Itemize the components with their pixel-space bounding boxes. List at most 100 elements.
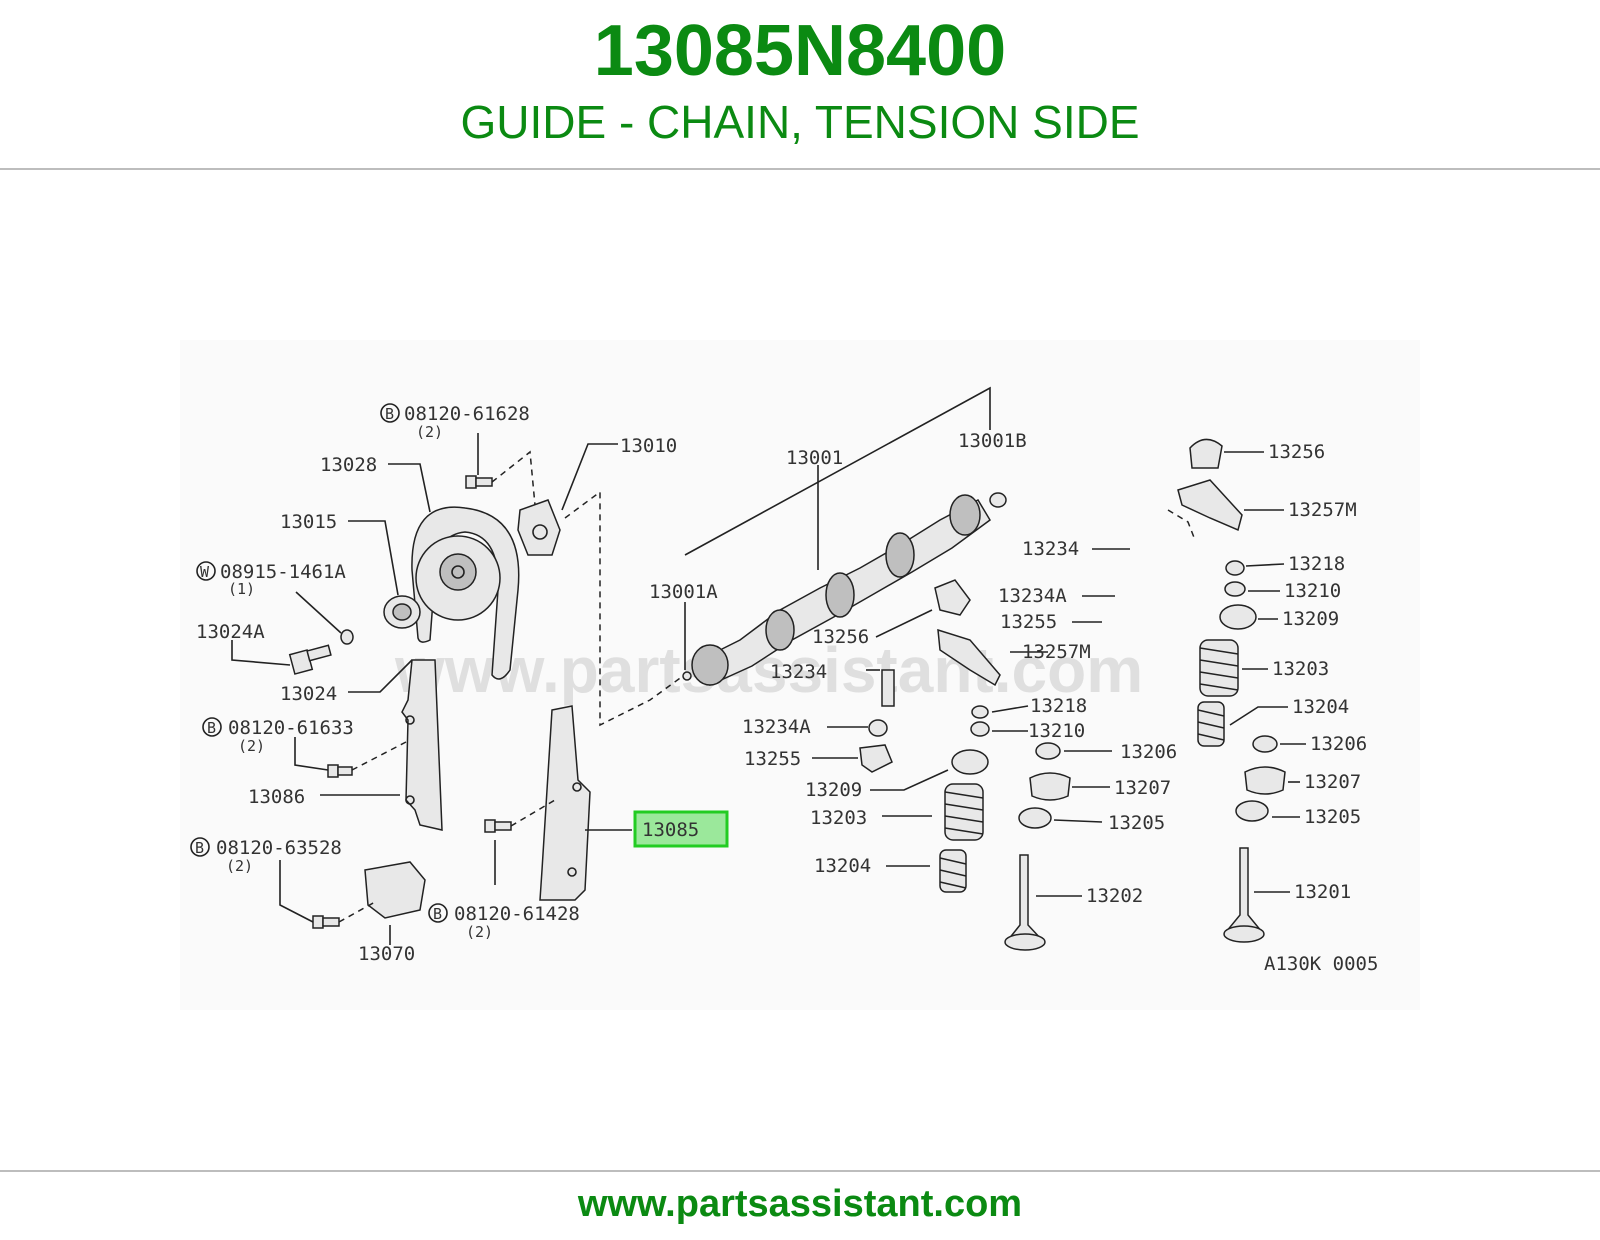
spacer-bore: [392, 603, 412, 621]
bolt-marker-3: B: [195, 839, 204, 857]
spring-13204-coils: [939, 857, 967, 889]
guide-13086-hole: [405, 715, 415, 725]
cam-lobe-1: [765, 609, 795, 651]
label-13209-left: 13209: [805, 779, 862, 801]
washer-marker-icon: [196, 561, 216, 581]
cam-lobe-2: [825, 572, 855, 618]
bolt-marker-icon-4: [428, 903, 448, 923]
leader-13028: [388, 463, 431, 513]
chain-guide-13086: [401, 659, 443, 831]
assembly-line-2: [564, 490, 706, 727]
sprocket-hub: [439, 553, 477, 591]
cam-bolt-shank: [306, 644, 332, 662]
washer-marker: W: [200, 563, 210, 581]
rocker-13257M-right: [1177, 479, 1243, 532]
label-08915-1461A: 08915-1461A: [220, 561, 346, 583]
leader-13024: [348, 659, 413, 693]
chain-tensioner-13070: [364, 861, 426, 919]
label-13015: 13015: [280, 511, 337, 533]
valve-13202-head: [1004, 933, 1046, 951]
label-13001A: 13001A: [649, 581, 718, 603]
label-13203-left: 13203: [810, 807, 867, 829]
collet-13218-mid: [971, 705, 989, 719]
label-13256-right: 13256: [1268, 441, 1325, 463]
seat-13205-mid: [1018, 807, 1052, 829]
rocker-13257M-left: [937, 628, 1001, 687]
sprocket-bore: [451, 565, 465, 579]
leader-13015: [348, 520, 399, 596]
label-13234A-left: 13234A: [742, 716, 811, 738]
label-13218-right: 13218: [1288, 553, 1345, 575]
nut-13234A-left: [868, 719, 888, 737]
label-13070: 13070: [358, 943, 415, 965]
bolt-marker-4: B: [433, 905, 442, 923]
label-08915-1461A-qty: (1): [228, 580, 255, 598]
leader-13010: [561, 443, 618, 511]
label-13234-left: 13234: [770, 661, 827, 683]
shim-13210-mid: [970, 721, 990, 737]
shim-13210-right: [1224, 581, 1246, 597]
pivot-13234-left: [881, 669, 895, 707]
retainer-13209-right: [1219, 604, 1257, 630]
leader-13218-mid: [991, 705, 1029, 713]
valve-13202: [1006, 854, 1044, 941]
label-13203-right: 13203: [1272, 658, 1329, 680]
label-13001: 13001: [786, 447, 843, 469]
leader-13204-right: [1229, 706, 1288, 726]
label-08120-61633: 08120-61633: [228, 717, 354, 739]
leader-13218-right: [1245, 563, 1285, 567]
dowel-pin-13001A: [682, 671, 692, 681]
bolt-08120-61628: [465, 475, 477, 489]
guide-13255-left: [859, 744, 893, 773]
label-13255-left: 13255: [744, 748, 801, 770]
label-13234A-mid: 13234A: [998, 585, 1067, 607]
leader-08120-61633: [294, 737, 329, 771]
guide-13086-hole-lower: [405, 795, 415, 805]
leader-08120-63528: [279, 860, 314, 923]
leader-13001B: [684, 386, 991, 556]
label-13207-mid: 13207: [1114, 777, 1171, 799]
label-13206-mid: 13206: [1120, 741, 1177, 763]
label-13218-mid: 13218: [1030, 695, 1087, 717]
footer-website-link[interactable]: www.partsassistant.com: [577, 1183, 1023, 1225]
spring-13203-right: [1199, 639, 1239, 697]
bolt-08120-61633-shank: [337, 766, 353, 776]
parts-diagram: www.partsassistant.com: [180, 340, 1420, 1010]
washer-08915: [340, 629, 354, 645]
label-08120-61628: 08120-61628: [404, 403, 530, 425]
seat-13205-right: [1235, 800, 1269, 822]
label-13207-right: 13207: [1304, 771, 1361, 793]
bolt-marker-2: B: [207, 719, 216, 737]
assembly-line-4: [510, 799, 556, 827]
plate-hole: [532, 524, 548, 540]
header-divider: [0, 168, 1600, 170]
label-13204-right: 13204: [1292, 696, 1349, 718]
valvetrain-right: [1167, 438, 1286, 943]
cam-journal-rear: [949, 494, 981, 536]
leader-13256-left: [875, 609, 933, 638]
label-13201: 13201: [1294, 881, 1351, 903]
valvetrain-left: [859, 579, 1071, 951]
label-13086: 13086: [248, 786, 305, 808]
label-13234-mid: 13234: [1022, 538, 1079, 560]
bolt-marker-1: B: [385, 405, 394, 423]
label-08120-61633-qty: (2): [238, 737, 265, 755]
cam-lobe-3: [885, 532, 915, 578]
highlight-box-13085[interactable]: [633, 810, 729, 848]
bolt-08120-61628-shank: [475, 477, 493, 487]
retainer-13209-left: [951, 749, 989, 775]
leader-13024A: [231, 640, 291, 666]
seat-13206-mid: [1035, 742, 1061, 760]
spring-13204-left: [939, 849, 967, 893]
label-13028: 13028: [320, 454, 377, 476]
page-header: 13085N8400 GUIDE - CHAIN, TENSION SIDE: [0, 0, 1600, 168]
bolt-08120-63528-shank: [322, 917, 340, 927]
bolt-marker-icon: [380, 403, 400, 423]
label-08120-61428: 08120-61428: [454, 903, 580, 925]
part-description: GUIDE - CHAIN, TENSION SIDE: [460, 96, 1140, 148]
label-08120-63528-qty: (2): [226, 857, 253, 875]
label-13024: 13024: [280, 683, 337, 705]
parts-diagram-svg: www.partsassistant.com: [190, 386, 1378, 975]
label-13085-highlighted[interactable]: 13085: [642, 819, 699, 841]
leader-13209-left: [870, 769, 949, 791]
